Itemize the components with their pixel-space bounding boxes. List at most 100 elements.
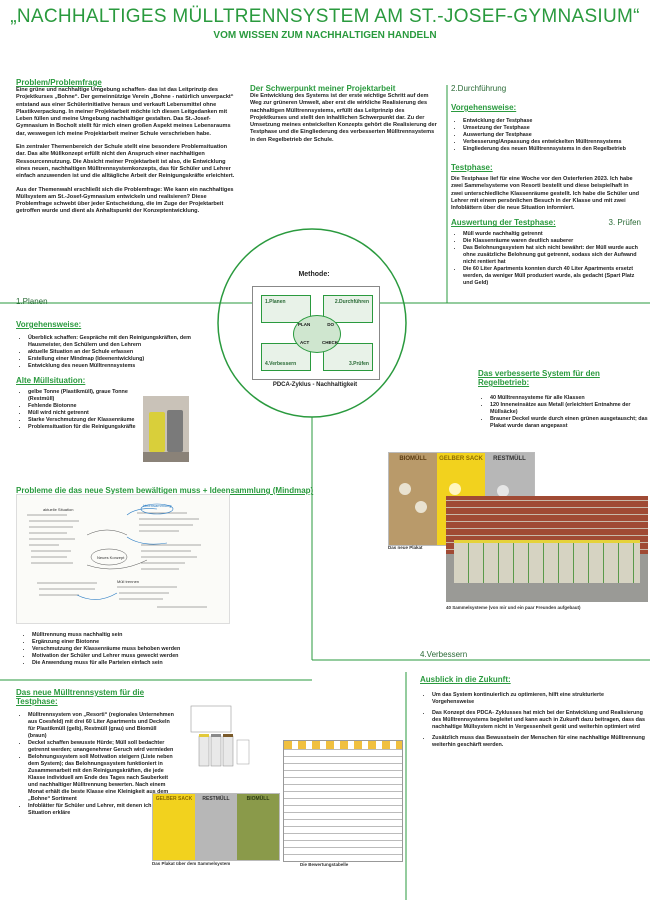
problem-paragraph-3: Aus der Themenwahl erschließt sich die P… (16, 186, 234, 215)
list-item: Die Anwendung muss für alle Parteien ein… (32, 660, 292, 667)
list-item: Motivation der Schüler und Lehrer muss g… (32, 653, 292, 660)
pdca-wheel: PLAN DO ACT CHECK (293, 315, 341, 353)
mindmap-list: Mülltrennung muss nachhaltig sein Ergänz… (20, 632, 292, 667)
list-item: Müll wird nicht getrennt (28, 410, 138, 417)
planen-section: 1.Planen Vorgehensweise: Überblick schaf… (16, 297, 216, 431)
neues-system-section: Das neue Mülltrennsystem für die Testpha… (16, 688, 176, 817)
mindmap-note: Ideensammlung (143, 503, 171, 508)
list-item: Die 60 Liter Apartments konnten durch 40… (463, 266, 641, 287)
list-item: 40 Mülltrennsysteme für alle Klassen (490, 395, 648, 402)
list-item: Infoblätter für Schüler und Lehrer, mit … (28, 803, 176, 817)
list-item: Starke Verschmutzung der Klassenräume (28, 417, 138, 424)
list-item: Umsetzung der Testphase (463, 125, 641, 132)
durchfuehrung-heading: 2.Durchführung (451, 84, 507, 93)
list-item: Problemsituation für die Reinigungskräft… (28, 424, 138, 431)
list-item: Ergänzung einer Biotonne (32, 639, 292, 646)
mindmap-note: Müll trennen (117, 579, 139, 584)
list-item: Belohnungssystem soll Motivation steiger… (28, 754, 176, 803)
sammelsystem-caption: 40 Sammelsysteme (von mir und ein paar F… (446, 605, 581, 610)
list-item: Zusätzlich muss das Bewusstsein der Mens… (432, 735, 646, 749)
ausblick-heading: Ausblick in die Zukunft: (420, 675, 511, 684)
list-item: Müll wurde nachhaltig getrennt (463, 231, 641, 238)
list-item: Die Klassenräume waren deutlich sauberer (463, 238, 641, 245)
auswertung-heading: Auswertung der Testphase: (451, 218, 556, 228)
list-item: Verschmutzung der Klassenräume muss beho… (32, 646, 292, 653)
bin-drawing (190, 705, 250, 767)
verbessert-section: Das verbesserte System für den Regelbetr… (478, 369, 648, 430)
planen-vorgehen-list: Überblick schaffen: Gespräche mit den Re… (16, 335, 216, 370)
list-item: Um das System kontinuierlich zu optimier… (432, 692, 646, 706)
plakat-label-gelb: GELBER SACK (439, 456, 483, 462)
page-title: „NACHHALTIGES MÜLLTRENNSYSTEM AM ST.-JOS… (10, 6, 640, 27)
neues-system-heading: Das neue Mülltrennsystem für die Testpha… (16, 688, 145, 706)
plakat-small-label-bio: BIOMÜLL (246, 796, 270, 802)
verbessern-heading: 4.Verbessern (420, 650, 468, 659)
mindmap-note: aktuelle Situation (43, 507, 73, 512)
pdca-plan: PLAN (298, 322, 311, 327)
pdca-act: ACT (300, 340, 310, 345)
bin-illustration (185, 700, 257, 780)
list-item: Mülltrennung muss nachhaltig sein (32, 632, 292, 639)
pdca-diagram: 1.Planen 2.Durchführen 4.Verbessern 3.Pr… (252, 286, 380, 380)
testphase-heading: Testphase: (451, 163, 493, 172)
schwerpunkt-text: Die Entwicklung des Systems ist der erst… (250, 93, 437, 143)
list-item: Überblick schaffen: Gespräche mit den Re… (28, 335, 216, 349)
ausblick-list: Um das System kontinuierlich zu optimier… (420, 692, 646, 749)
list-item: Fehlende Biotonne (28, 403, 138, 410)
plakat-system-caption: Das Plakat über dem Sammelsystem (152, 861, 231, 866)
list-item: gelbe Tonne (Plastikmüll), graue Tonne (… (28, 389, 138, 403)
list-item: Brauner Deckel wurde durch einen grünen … (490, 416, 648, 430)
verbessern-section: 4.Verbessern Ausblick in die Zukunft: Um… (420, 650, 646, 749)
list-item: Das Belohnungssystem hat sich nicht bewä… (463, 245, 641, 266)
testphase-text: Die Testphase lief für eine Woche vor de… (451, 176, 640, 212)
mindmap-sketch: aktuelle Situation Ideensammlung Neues K… (16, 494, 230, 624)
durchfuehrung-vorgehen-list: Entwicklung der Testphase Umsetzung der … (451, 118, 641, 153)
planen-vorgehen-heading: Vorgehensweise: (16, 320, 82, 329)
list-item: Verbesserung/Anpassung des entwickelten … (463, 139, 641, 146)
plakat-label-bio: BIOMÜLL (399, 456, 427, 462)
pdca-do: DO (327, 322, 334, 327)
bewertungstabelle (283, 740, 403, 862)
mindmap-heading: Probleme die das neue System bewältigen … (16, 486, 314, 495)
problem-heading: Problem/Problemfrage (16, 78, 102, 87)
plakat-small-label-gelb: GELBER SACK (155, 796, 193, 802)
list-item: 120 Inneneinsätze aus Metall (erleichter… (490, 402, 648, 416)
problem-paragraph-2: Ein zentraler Themenbereich der Schule s… (16, 144, 235, 180)
list-item: Erstellung einer Mindmap (Ideenentwicklu… (28, 356, 216, 363)
plakat-caption: Das neue Plakat (388, 545, 423, 550)
list-item: Entwicklung des neuen Mülltrennsystems (28, 363, 216, 370)
list-item: Das Konzept des PDCA- Zyklusses hat mich… (432, 710, 646, 731)
auswertung-heading-row: Auswertung der Testphase: 3. Prüfen (451, 218, 641, 227)
plakat-label-rest: RESTMÜLL (493, 456, 526, 462)
sammelsystem-photo (446, 496, 648, 602)
schwerpunkt-section: Der Schwerpunkt meiner Projektarbeit Die… (250, 84, 440, 144)
alte-situation-heading: Alte Müllsituation: (16, 376, 86, 385)
schwerpunkt-heading: Der Schwerpunkt meiner Projektarbeit (250, 84, 396, 93)
verbessert-heading: Das verbesserte System für den Regelbetr… (478, 369, 600, 387)
pdca-caption: PDCA-Zyklus - Nachhaltigkeit (272, 382, 358, 388)
plakat-small-label-rest: RESTMÜLL (202, 796, 230, 802)
page-subtitle: VOM WISSEN ZUM NACHHALTIGEN HANDELN (213, 30, 437, 41)
problem-paragraph-1: Eine grüne und nachhaltige Umgebung scha… (16, 87, 234, 137)
pruefen-label: 3. Prüfen (608, 218, 641, 228)
plakat-col-bio (389, 453, 437, 545)
neues-system-list: Mülltrennsystem von „Resorti“ (regionale… (16, 712, 176, 817)
mindmap-drawing: aktuelle Situation Ideensammlung Neues K… (27, 503, 207, 608)
mindmap-note: Neues Konzept (97, 555, 125, 560)
durchfuehrung-section: 2.Durchführung Vorgehensweise: Entwicklu… (451, 84, 641, 287)
list-item: Eingliederung des neuen Mülltrennsystems… (463, 146, 641, 153)
list-item: Auswertung der Testphase (463, 132, 641, 139)
bewertung-caption: Die Bewertungstabelle (300, 862, 349, 867)
list-item: Mülltrennsystem von „Resorti“ (regionale… (28, 712, 176, 740)
plakat-small-photo: GELBER SACK RESTMÜLL BIOMÜLL (152, 793, 280, 861)
list-item: aktuelle Situation an der Schule erfasse… (28, 349, 216, 356)
methode-label: Methode: (298, 271, 330, 278)
problem-section: Problem/Problemfrage Eine grüne und nach… (16, 78, 238, 222)
old-bins-photo (143, 396, 189, 462)
planen-heading: 1.Planen (16, 297, 48, 306)
alte-situation-list: gelbe Tonne (Plastikmüll), graue Tonne (… (16, 389, 138, 431)
durchfuehrung-vorgehen-heading: Vorgehensweise: (451, 103, 517, 112)
list-item: Entwicklung der Testphase (463, 118, 641, 125)
pdca-check: CHECK (321, 340, 338, 345)
list-item: Deckel schaffen bewusste Hürde; Müll sol… (28, 740, 176, 754)
